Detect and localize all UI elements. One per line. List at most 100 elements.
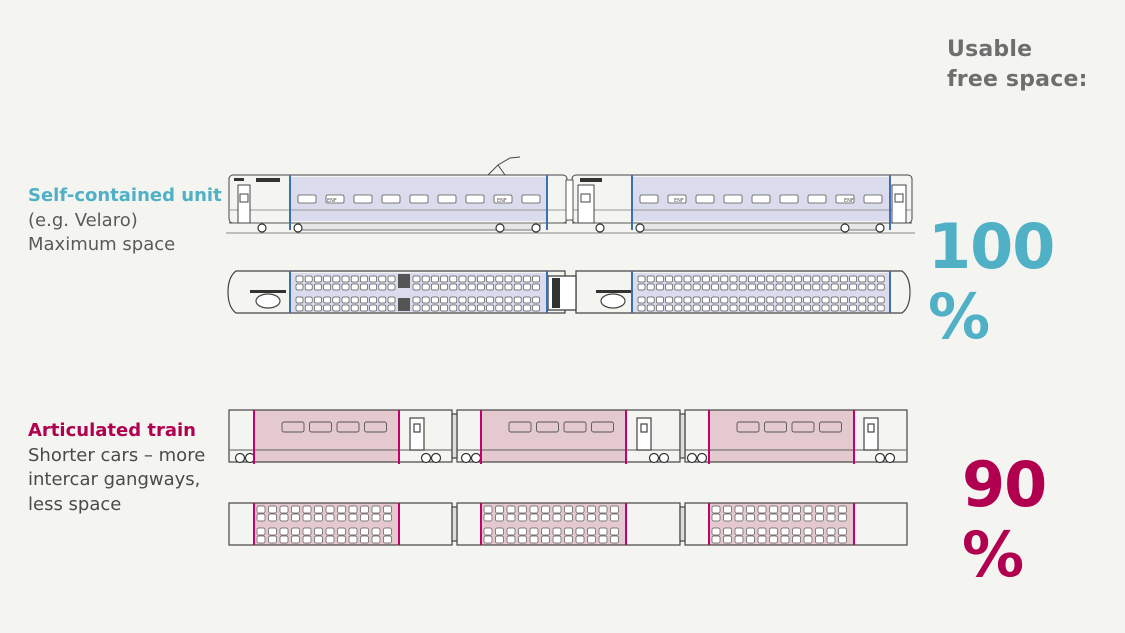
window bbox=[325, 194, 345, 204]
seat bbox=[757, 527, 767, 536]
wheel bbox=[495, 223, 505, 233]
seat bbox=[440, 296, 448, 304]
window bbox=[723, 194, 743, 204]
seat bbox=[302, 505, 312, 514]
seat bbox=[325, 535, 335, 544]
seat bbox=[812, 304, 821, 312]
seat bbox=[412, 283, 421, 291]
seat bbox=[610, 513, 619, 522]
seat bbox=[598, 505, 608, 514]
seat bbox=[431, 296, 439, 304]
window bbox=[695, 194, 715, 204]
seat bbox=[575, 527, 585, 536]
seat bbox=[858, 275, 867, 283]
seat bbox=[495, 283, 504, 291]
seat bbox=[431, 275, 439, 283]
seat bbox=[748, 304, 756, 312]
seat bbox=[513, 296, 522, 304]
seat bbox=[637, 283, 646, 291]
seat bbox=[529, 505, 539, 514]
articulated-windows bbox=[281, 421, 842, 433]
window bbox=[353, 194, 373, 204]
seat bbox=[646, 283, 655, 291]
seat bbox=[360, 304, 368, 312]
articulated-description-line-1: Shorter cars – more bbox=[28, 444, 206, 466]
seat bbox=[702, 283, 710, 291]
self-contained-label: Self-contained unit (e.g. Velaro) Maximu… bbox=[28, 184, 222, 258]
heading-line-2: free space: bbox=[947, 67, 1088, 92]
car-marking-label: ENF bbox=[327, 198, 337, 204]
seat bbox=[360, 513, 369, 522]
seat bbox=[378, 296, 387, 304]
seat bbox=[867, 304, 876, 312]
seat bbox=[337, 535, 346, 544]
seat bbox=[723, 527, 732, 536]
window bbox=[364, 421, 387, 433]
seat bbox=[757, 296, 765, 304]
seat bbox=[656, 275, 664, 283]
seat bbox=[495, 535, 504, 544]
seat bbox=[692, 275, 701, 283]
seat bbox=[794, 304, 802, 312]
seat bbox=[746, 505, 755, 514]
seat bbox=[674, 283, 683, 291]
articulated-boundary-lines-side bbox=[253, 410, 855, 464]
seat bbox=[766, 304, 775, 312]
seat bbox=[504, 304, 513, 312]
articulated-car-1-area bbox=[254, 410, 399, 462]
wheel bbox=[884, 452, 896, 464]
seat bbox=[256, 513, 266, 522]
articulated-percentage: 90 % bbox=[962, 448, 1047, 591]
seat bbox=[720, 283, 729, 291]
heading-line-1: Usable bbox=[947, 37, 1033, 62]
seat bbox=[337, 505, 346, 514]
seat bbox=[421, 283, 430, 291]
seat bbox=[383, 535, 392, 544]
seat bbox=[840, 275, 848, 283]
seat bbox=[341, 296, 350, 304]
seat bbox=[467, 275, 476, 283]
seat bbox=[564, 535, 573, 544]
seat bbox=[803, 296, 811, 304]
seat bbox=[348, 535, 358, 544]
window bbox=[807, 194, 827, 204]
seat bbox=[656, 296, 664, 304]
seat bbox=[815, 535, 824, 544]
seat bbox=[325, 527, 335, 536]
seat bbox=[314, 513, 323, 522]
seat bbox=[769, 513, 778, 522]
seat bbox=[720, 275, 729, 283]
window bbox=[863, 194, 883, 204]
seat bbox=[803, 505, 813, 514]
seat bbox=[412, 296, 421, 304]
seat bbox=[792, 535, 801, 544]
seat bbox=[304, 296, 313, 304]
seat bbox=[598, 527, 608, 536]
seat bbox=[495, 296, 504, 304]
seat bbox=[784, 296, 793, 304]
seat bbox=[711, 283, 719, 291]
seat bbox=[518, 527, 527, 536]
seat bbox=[876, 296, 885, 304]
seat bbox=[757, 535, 767, 544]
seat bbox=[477, 304, 485, 312]
seat bbox=[371, 505, 381, 514]
seat bbox=[360, 527, 369, 536]
seat bbox=[840, 296, 848, 304]
seat bbox=[314, 304, 322, 312]
seat bbox=[784, 275, 793, 283]
seat bbox=[360, 505, 369, 514]
seat bbox=[610, 505, 619, 514]
seat bbox=[711, 304, 719, 312]
seat bbox=[486, 275, 494, 283]
seat bbox=[295, 304, 304, 312]
seat bbox=[757, 283, 765, 291]
wheel bbox=[293, 223, 303, 233]
seat bbox=[523, 275, 531, 283]
seat bbox=[421, 275, 430, 283]
seat bbox=[291, 505, 300, 514]
articulated-label: Articulated train Shorter cars – more in… bbox=[28, 419, 205, 517]
seat bbox=[876, 275, 885, 283]
seat bbox=[780, 505, 790, 514]
